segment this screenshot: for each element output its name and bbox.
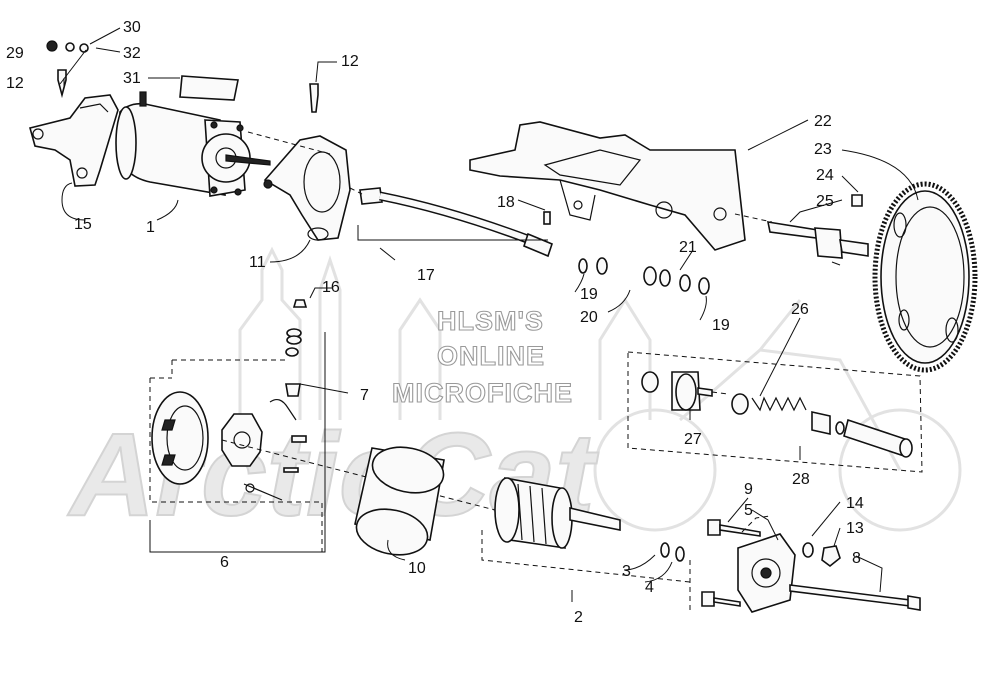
callout-labels: 1 2 3 4 5 6 7 8 9 10 11 12 12 13 14 15 1…: [6, 19, 864, 626]
callout-23: 23: [814, 141, 832, 158]
callout-19-right: 19: [712, 317, 730, 334]
nut-washer-13-14: [802, 542, 841, 568]
motor-housing-part: [354, 446, 445, 556]
watermark-motorcycle: [593, 299, 962, 532]
callout-14: 14: [846, 495, 864, 512]
callout-26: 26: [791, 301, 809, 318]
end-cap-hardware: [243, 299, 308, 501]
end-cap-housing-part: [151, 391, 209, 485]
callout-17: 17: [417, 267, 435, 284]
callout-21: 21: [679, 239, 697, 256]
callout-5: 5: [744, 502, 753, 519]
callout-9: 9: [744, 481, 753, 498]
label-plate-part: [179, 75, 239, 101]
callout-11: 11: [249, 254, 266, 271]
callout-19-left: 19: [580, 286, 598, 303]
callout-29: 29: [6, 45, 24, 62]
drive-shaft-part: [766, 221, 869, 259]
watermark-line-1: HLSM'S: [437, 306, 544, 336]
callout-1: 1: [146, 219, 155, 236]
callout-25: 25: [816, 193, 834, 210]
watermark-castle-silhouette: [238, 246, 652, 420]
callout-31: 31: [123, 70, 141, 87]
ring-gear-part: [872, 181, 978, 373]
watermark-line-2: ONLINE: [437, 341, 545, 371]
mount-bracket-part: [469, 121, 746, 251]
starter-motor-part: [115, 91, 271, 197]
callout-22: 22: [814, 113, 832, 130]
rear-bracket-part: [29, 94, 119, 187]
callout-12-top-left: 12: [6, 75, 24, 92]
drive-assembly-27: [641, 371, 713, 411]
small-pin-part: [543, 211, 551, 225]
callout-4: 4: [645, 579, 654, 596]
callout-2: 2: [574, 609, 583, 626]
washers-19-20-21: [578, 257, 710, 295]
starter-cable-part: [359, 187, 553, 258]
callout-10: 10: [408, 560, 426, 577]
watermark-line-3: MICROFICHE: [392, 378, 573, 408]
callout-20: 20: [580, 309, 598, 326]
callout-15: 15: [74, 216, 92, 233]
callout-12-top-center: 12: [341, 53, 359, 70]
callout-24: 24: [816, 167, 834, 184]
armature-washers: [660, 542, 685, 562]
callout-27: 27: [684, 431, 702, 448]
callout-13: 13: [846, 520, 864, 537]
brush-holder-part: [221, 413, 263, 467]
through-bolt-8: [789, 584, 921, 611]
leader-lines: [59, 27, 919, 602]
screws-9: [701, 519, 761, 607]
armature-part: [494, 477, 621, 549]
small-bolt-24: [851, 194, 863, 207]
watermark: ArcticCat HLSM'S ONLINE MICROFICHE: [66, 246, 962, 542]
callout-8: 8: [852, 550, 861, 567]
hardware-top-left: [46, 40, 319, 113]
callout-30: 30: [123, 19, 141, 36]
callout-6: 6: [220, 554, 229, 571]
callout-16: 16: [322, 279, 340, 296]
callout-18: 18: [497, 194, 515, 211]
callout-7: 7: [360, 387, 369, 404]
drive-assembly-28: [731, 393, 913, 458]
callout-3: 3: [622, 563, 631, 580]
callout-28: 28: [792, 471, 810, 488]
front-bracket-part: [263, 135, 351, 241]
callout-32: 32: [123, 45, 141, 62]
drive-end-cap-part: [737, 533, 796, 613]
